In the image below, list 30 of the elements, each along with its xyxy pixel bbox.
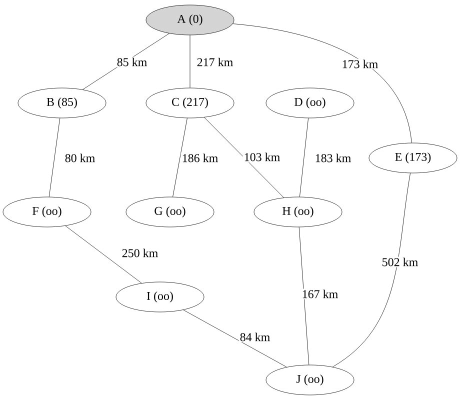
edge-label: 183 km (314, 152, 352, 164)
graph-node: C (217) (146, 88, 234, 118)
edge-line (204, 117, 284, 198)
edge-label: 84 km (238, 332, 272, 342)
edge-label: 80 km (64, 152, 96, 164)
edge-line (65, 226, 142, 284)
edge-label: 217 km (196, 56, 234, 68)
edge-label: 85 km (116, 56, 148, 68)
edge-line (332, 172, 411, 368)
edge-label: 186 km (180, 152, 220, 164)
edge-label: 502 km (380, 256, 420, 268)
edge-line (298, 226, 310, 365)
edge-label: 167 km (300, 288, 340, 300)
edge-line (48, 118, 60, 197)
edge-line (232, 24, 412, 143)
edge-line (183, 310, 287, 368)
graph-node: E (173) (368, 142, 458, 174)
graph-node: B (85) (18, 88, 106, 118)
graph-node: A (0) (146, 4, 234, 36)
graph-node: J (oo) (266, 364, 354, 396)
edge-label: 103 km (242, 152, 282, 162)
edge-label: 173 km (340, 58, 380, 70)
graph-node: I (oo) (116, 282, 204, 312)
graph-node: F (oo) (2, 196, 92, 228)
graph-node: G (oo) (126, 196, 214, 228)
edge-line (172, 118, 188, 198)
graph-node: D (oo) (266, 88, 354, 118)
edge-label: 250 km (120, 248, 160, 258)
edge-line (299, 118, 309, 197)
graph-node: H (oo) (254, 196, 342, 228)
